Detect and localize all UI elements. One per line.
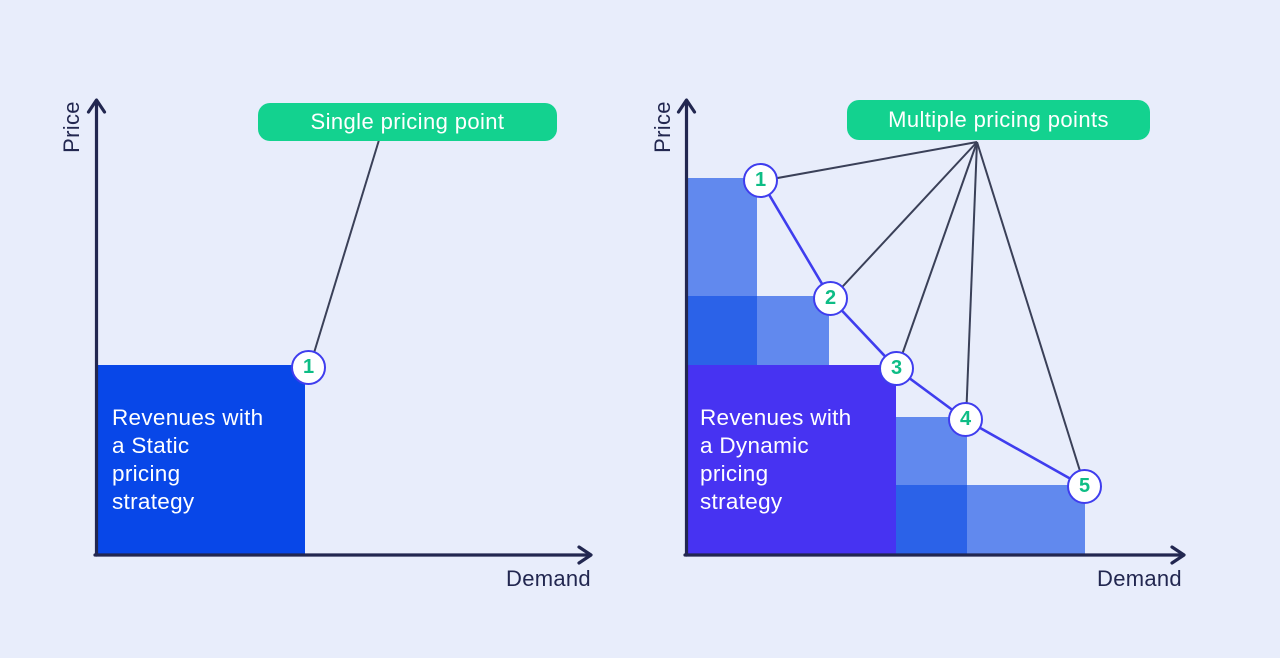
price-point-number: 4 [959,408,972,430]
static-x-axis-arrowhead [577,545,593,565]
price-point-marker-dynamic-4: 4 [948,402,983,437]
price-point-number: 1 [302,356,315,378]
dynamic-step-5 [967,485,1085,555]
static-y-axis-label: Price [59,101,84,153]
dynamic-x-axis-arrowhead [1170,545,1186,565]
dynamic-step-overlap-4-5 [896,485,967,555]
static-area-label: Revenues with a Static pricing strategy [112,405,264,514]
dynamic-y-axis-arrowhead [676,98,697,114]
price-point-marker-dynamic-5: 5 [1067,469,1102,504]
static-x-axis-label: Demand [506,566,591,591]
dynamic-callout-leader-line-4 [965,141,978,421]
dynamic-step-1 [687,178,757,296]
price-point-marker-dynamic-2: 2 [813,281,848,316]
price-point-number: 3 [890,357,903,379]
static-revenue-area [96,365,305,555]
price-point-marker-static-1: 1 [291,350,326,385]
price-point-number: 2 [824,287,837,309]
dynamic-callout-leader-line-2 [830,141,978,300]
dynamic-step-overlap-1-2 [687,296,757,365]
dynamic-x-axis-label: Demand [1097,566,1182,591]
static-callout-leader-line [309,139,380,367]
dynamic-chart-shapes [676,98,1186,565]
dynamic-callout-leader-line-1 [760,141,978,182]
dynamic-callout-leader-line-3 [896,141,978,370]
static-callout-pill: Single pricing point [258,103,557,141]
dynamic-area-label: Revenues with a Dynamic pricing strategy [700,405,852,514]
static-y-axis-arrowhead [86,98,107,114]
dynamic-revenue-area [687,365,896,555]
static-callout-label: Single pricing point [310,109,505,134]
dynamic-y-axis-label: Price [650,101,675,153]
price-point-number: 1 [754,169,767,191]
price-point-marker-dynamic-3: 3 [879,351,914,386]
dynamic-callout-leader-line-5 [976,141,1086,488]
dynamic-callout-label: Multiple pricing points [888,107,1109,132]
dynamic-callout-pill: Multiple pricing points [847,100,1150,140]
price-point-marker-dynamic-1: 1 [743,163,778,198]
price-point-number: 5 [1078,475,1091,497]
static-chart-shapes [86,98,593,565]
